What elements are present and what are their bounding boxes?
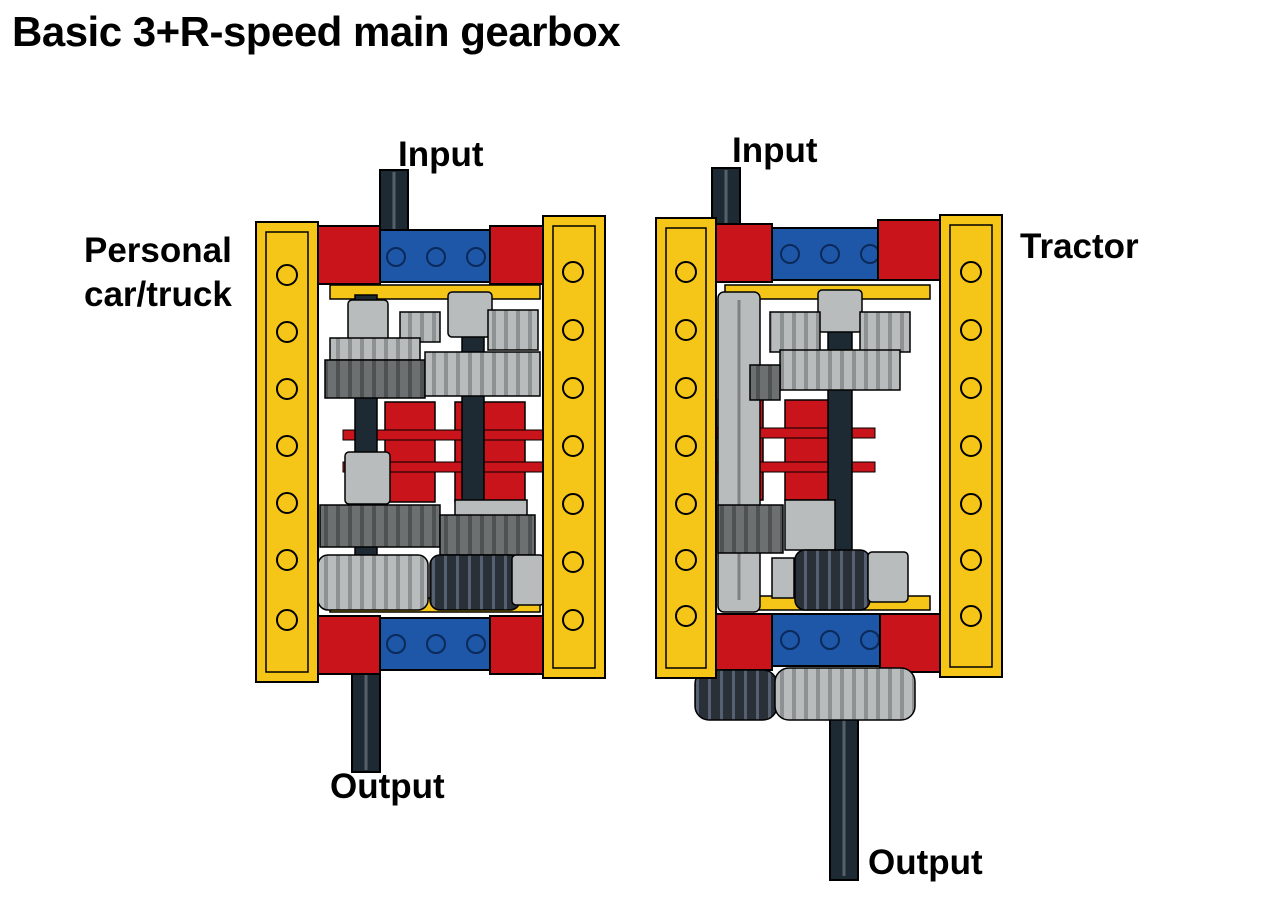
- right-yellow-beam-right: [939, 214, 1003, 678]
- right-bottom-output-gears: [694, 667, 916, 721]
- right-gearbox-model: [655, 167, 1003, 881]
- left-variant-label-line1: Personal: [84, 231, 232, 270]
- right-lower-gears: [717, 499, 909, 611]
- left-variant-label-line2: car/truck: [84, 275, 232, 314]
- left-gearbox-model: [255, 169, 606, 773]
- left-output-label: Output: [330, 767, 445, 806]
- right-output-label: Output: [868, 843, 983, 882]
- right-yellow-beam-left: [655, 217, 717, 679]
- left-upper-gears: [324, 291, 541, 399]
- right-input-label: Input: [732, 131, 818, 170]
- right-variant-label: Tractor: [1020, 227, 1139, 266]
- left-input-label: Input: [398, 135, 484, 174]
- left-lower-gears: [317, 504, 545, 611]
- left-yellow-beam-right: [542, 215, 606, 679]
- right-upper-gears: [749, 289, 911, 401]
- page-title: Basic 3+R-speed main gearbox: [12, 8, 621, 55]
- left-yellow-beam-left: [255, 221, 319, 683]
